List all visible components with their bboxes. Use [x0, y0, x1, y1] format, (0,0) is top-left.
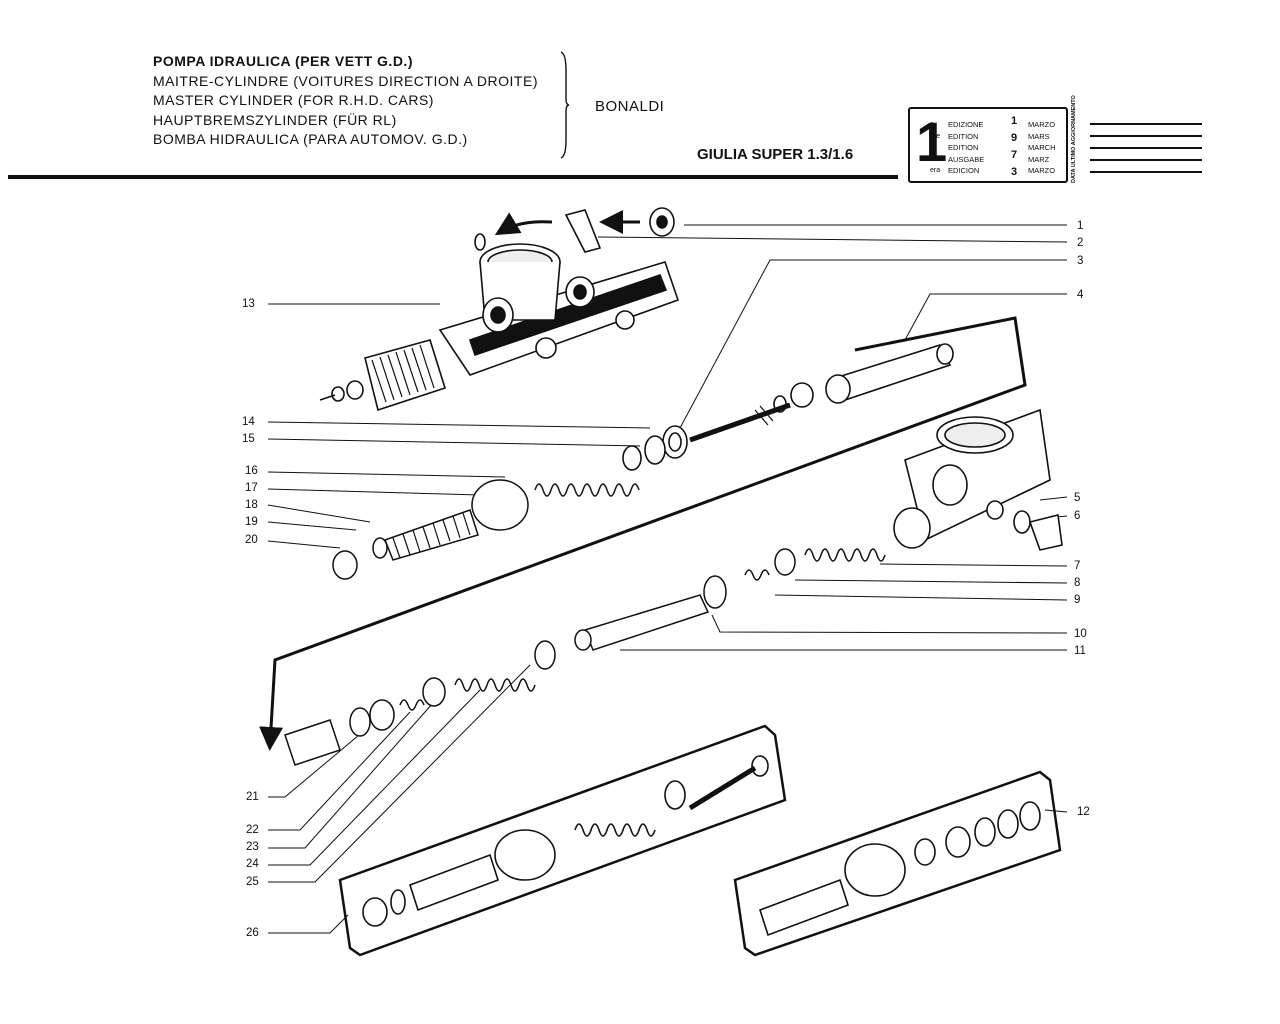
- edition-word: EDITION: [948, 131, 979, 141]
- edition-word: EDIZIONE: [948, 120, 984, 129]
- manufacturer-label: BONALDI: [595, 98, 665, 115]
- update-line: [1090, 171, 1202, 173]
- callout-10: 10: [1074, 628, 1087, 640]
- callout-13: 13: [242, 298, 255, 310]
- title-block: POMPA IDRAULICA (PER VETT G.D.) MAITRE-C…: [153, 52, 538, 150]
- edition-suffix: era: [930, 167, 941, 174]
- callout-22: 22: [246, 824, 259, 836]
- edition-month: MARZ: [1028, 154, 1050, 164]
- edition-number: 1: [916, 110, 948, 173]
- title-english: MASTER CYLINDER (FOR R.H.D. CARS): [153, 92, 434, 108]
- piston-row-upper: [622, 343, 954, 471]
- edition-word: AUSGABE: [948, 154, 985, 164]
- callout-20: 20: [245, 534, 258, 546]
- update-line: [1090, 123, 1202, 125]
- callout-6: 6: [1074, 510, 1081, 522]
- title-german: HAUPTBREMSZYLINDER (FÜR RL): [153, 111, 397, 128]
- brace-divider: [560, 51, 570, 159]
- piston-row-middle: [284, 548, 886, 766]
- edition-month: MARZO: [1028, 166, 1056, 175]
- master-cylinder-assembly: [319, 207, 680, 412]
- header-rule: [8, 175, 898, 179]
- repair-kit-26: [338, 724, 787, 957]
- callout-15: 15: [242, 433, 255, 445]
- edition-year: 1 9 7 3: [1009, 113, 1019, 181]
- edition-box: 1 a ere st . era EDIZIONE EDITION EDITIO…: [908, 107, 1068, 183]
- repair-kit-12: [733, 770, 1062, 957]
- year-digit: 3: [1010, 166, 1018, 178]
- callout-9: 9: [1074, 594, 1081, 606]
- callout-5: 5: [1074, 492, 1081, 504]
- update-line: [1090, 135, 1202, 137]
- spring-row-upper: [332, 479, 640, 580]
- title-spanish: BOMBA HIDRAULICA (PARA AUTOMOV. G.D.): [153, 131, 468, 147]
- update-line: [1090, 147, 1202, 149]
- edition-months: MARZO MARS MARCH MARZ MARZO: [1028, 119, 1056, 177]
- callout-17: 17: [245, 482, 258, 494]
- edition-month: MARS: [1028, 131, 1050, 141]
- edition-word: EDICION: [948, 166, 980, 175]
- edition-words: EDIZIONE EDITION EDITION AUSGABE EDICION: [948, 119, 984, 177]
- callout-14: 14: [242, 416, 255, 428]
- callout-3: 3: [1077, 255, 1084, 267]
- year-digit: 9: [1010, 132, 1018, 144]
- callout-25: 25: [246, 876, 259, 888]
- edition-suffix: st: [930, 144, 936, 151]
- callout-12: 12: [1077, 806, 1090, 818]
- callout-8: 8: [1074, 577, 1081, 589]
- edition-month: MARCH: [1028, 143, 1056, 152]
- callout-26: 26: [246, 927, 259, 939]
- edition-suffix: .: [930, 155, 932, 163]
- callout-11: 11: [1074, 645, 1086, 657]
- edition-suffixes: a ere st . era: [930, 119, 940, 177]
- cylinder-housing-right: [893, 408, 1063, 551]
- year-digit: 7: [1010, 149, 1018, 161]
- callout-16: 16: [245, 465, 258, 477]
- edition-word: EDITION: [948, 143, 979, 152]
- callout-24: 24: [246, 858, 259, 870]
- edition-month: MARZO: [1028, 120, 1056, 129]
- callout-2: 2: [1077, 237, 1084, 249]
- model-label: GIULIA SUPER 1.3/1.6: [697, 146, 854, 163]
- callout-23: 23: [246, 841, 259, 853]
- update-line: [1090, 159, 1202, 161]
- callout-19: 19: [245, 516, 258, 528]
- callout-7: 7: [1074, 560, 1081, 572]
- edition-suffix: a: [930, 121, 934, 128]
- callout-1: 1: [1077, 220, 1084, 232]
- callout-21: 21: [246, 791, 259, 803]
- year-digit: 1: [1010, 115, 1018, 127]
- title-french: MAITRE-CYLINDRE (VOITURES DIRECTION A DR…: [153, 72, 538, 89]
- edition-suffix: ere: [930, 132, 941, 140]
- callout-18: 18: [245, 499, 258, 511]
- title-italian: POMPA IDRAULICA (PER VETT G.D.): [153, 53, 413, 69]
- callout-4: 4: [1077, 289, 1084, 301]
